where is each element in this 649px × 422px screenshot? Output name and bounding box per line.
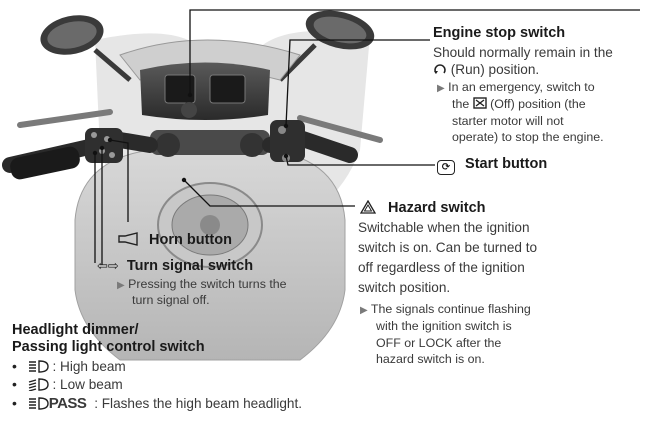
engine-stop-line2: (Run) position. <box>450 62 540 77</box>
engine-stop-line1: Should normally remain in the <box>433 45 613 60</box>
hazard-icon <box>359 199 377 214</box>
hazard-line2: switch is on. Can be turned to <box>358 240 538 255</box>
hazard-note4: hazard switch is on. <box>376 352 485 366</box>
horn-title: Horn button <box>149 232 232 248</box>
start-button-row: ⟳ Start button <box>437 156 547 175</box>
hazard-note1: The signals continue flashing <box>370 302 531 316</box>
note-arrow-icon: ▶ <box>360 305 368 316</box>
hazard-note1-row: ▶ The signals continue flashing <box>360 302 531 317</box>
engine-stop-note2b: (Off) position (the <box>490 97 586 111</box>
headlight-item-low: • : Low beam <box>12 376 123 393</box>
off-icon <box>472 97 487 109</box>
engine-stop-note1-row: ▶ In an emergency, switch to <box>437 80 595 95</box>
low-beam-label: : Low beam <box>52 377 123 392</box>
engine-stop-title: Engine stop switch <box>433 25 566 41</box>
engine-stop-note2-row: the (Off) position (the <box>452 97 586 112</box>
turn-note2: turn signal off. <box>132 293 210 307</box>
hazard-line1: Switchable when the ignition <box>358 220 530 235</box>
pass-label: : Flashes the high beam headlight. <box>94 396 303 411</box>
pass-icon-text: PASS <box>48 395 87 412</box>
turn-signal-icon: ⇦⇨ <box>97 258 119 273</box>
high-beam-label: : High beam <box>52 359 126 374</box>
turn-row: ⇦⇨ Turn signal switch <box>95 258 253 275</box>
start-title: Start button <box>465 156 548 172</box>
engine-stop-note2: the <box>452 97 470 111</box>
turn-note1: Pressing the switch turns the <box>128 277 287 291</box>
engine-stop-note3: starter motor will not <box>452 114 564 128</box>
high-beam-icon <box>28 360 49 373</box>
engine-stop-line2-row: (Run) position. <box>433 62 539 78</box>
engine-stop-note1: In an emergency, switch to <box>448 80 595 94</box>
horn-row: Horn button <box>117 232 232 249</box>
turn-title: Turn signal switch <box>126 258 254 274</box>
headlight-item-high: • : High beam <box>12 358 126 375</box>
headlight-item-pass: • PASS : Flashes the high beam headlight… <box>12 395 302 413</box>
start-icon: ⟳ <box>437 160 455 175</box>
pass-icon <box>28 397 49 410</box>
hazard-title: Hazard switch <box>388 200 486 216</box>
headlight-title2: Passing light control switch <box>12 339 205 355</box>
note-arrow-icon: ▶ <box>117 280 125 291</box>
hazard-line4: switch position. <box>358 280 451 295</box>
hazard-note2: with the ignition switch is <box>376 319 512 333</box>
engine-stop-note4: operate) to stop the engine. <box>452 130 604 144</box>
bullet: • <box>12 376 17 392</box>
note-arrow-icon: ▶ <box>437 83 445 94</box>
bullet: • <box>12 358 17 374</box>
low-beam-icon <box>28 378 49 392</box>
hazard-note3: OFF or LOCK after the <box>376 336 502 350</box>
bullet: • <box>12 395 17 411</box>
run-icon <box>434 64 446 74</box>
turn-note1-row: ▶ Pressing the switch turns the <box>117 277 287 292</box>
hazard-row: Hazard switch <box>359 199 486 217</box>
headlight-title1: Headlight dimmer/ <box>12 322 139 338</box>
hazard-line3: off regardless of the ignition <box>358 260 525 275</box>
horn-icon <box>118 232 138 246</box>
